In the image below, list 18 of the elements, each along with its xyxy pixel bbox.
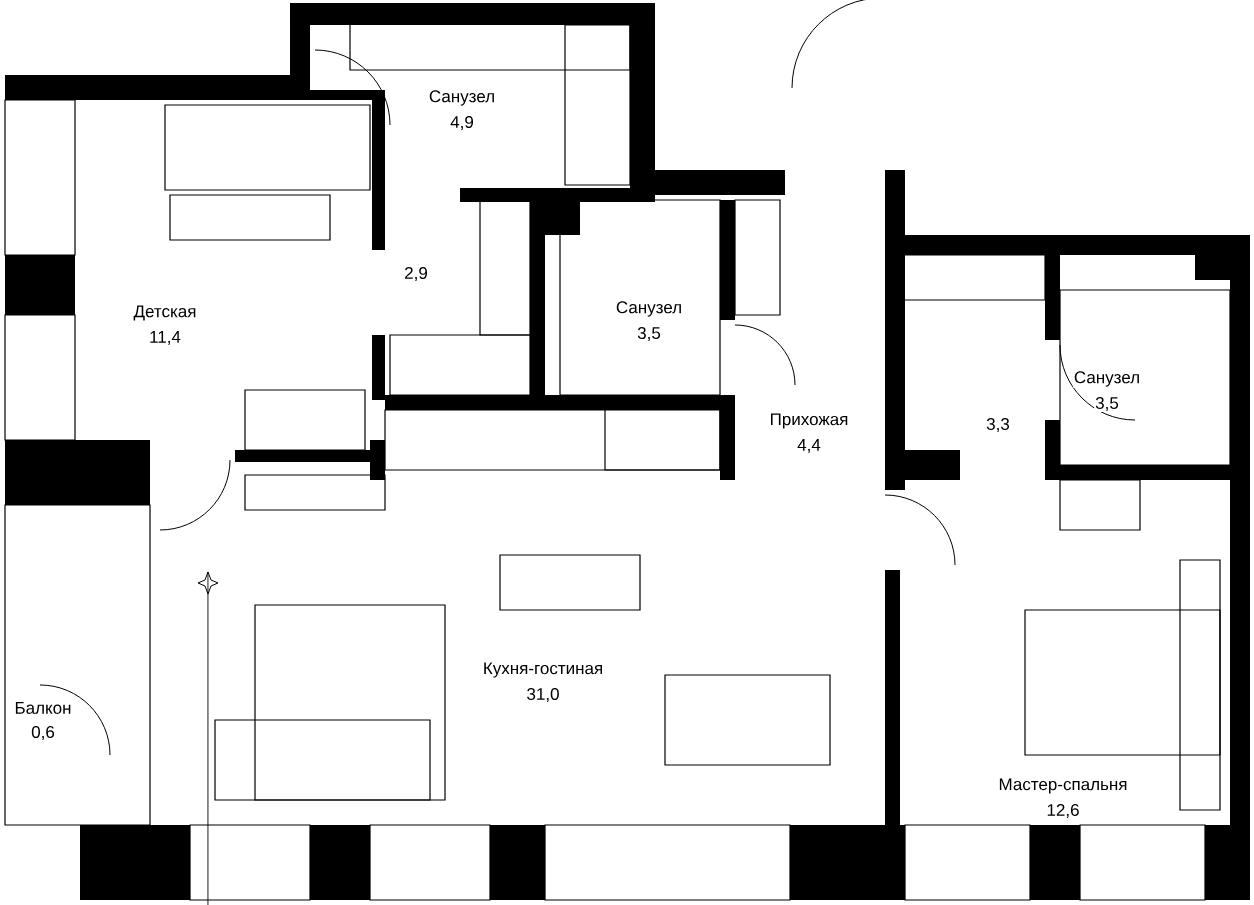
room-name: Санузел xyxy=(1072,370,1142,388)
room-name: Мастер-спальня xyxy=(997,777,1129,795)
room-name: Прихожая xyxy=(768,412,850,430)
room-area: 11,4 xyxy=(148,330,182,346)
room-area: 4,9 xyxy=(449,115,475,131)
room-name: Санузел xyxy=(614,300,684,318)
room-area: 3,5 xyxy=(1094,396,1120,412)
room-area: 4,4 xyxy=(796,438,822,454)
room-name: Кухня-гостиная xyxy=(481,661,605,679)
room-area: 2,9 xyxy=(403,266,429,282)
room-name: Детская xyxy=(132,304,198,322)
room-name: Балкон xyxy=(13,701,73,715)
room-area: 3,3 xyxy=(985,417,1011,433)
room-area: 3,5 xyxy=(636,326,662,342)
room-area: 0,6 xyxy=(30,725,56,741)
room-area: 12,6 xyxy=(1045,802,1081,819)
room-name: Санузел xyxy=(427,89,497,107)
room-area: 31,0 xyxy=(525,687,561,703)
